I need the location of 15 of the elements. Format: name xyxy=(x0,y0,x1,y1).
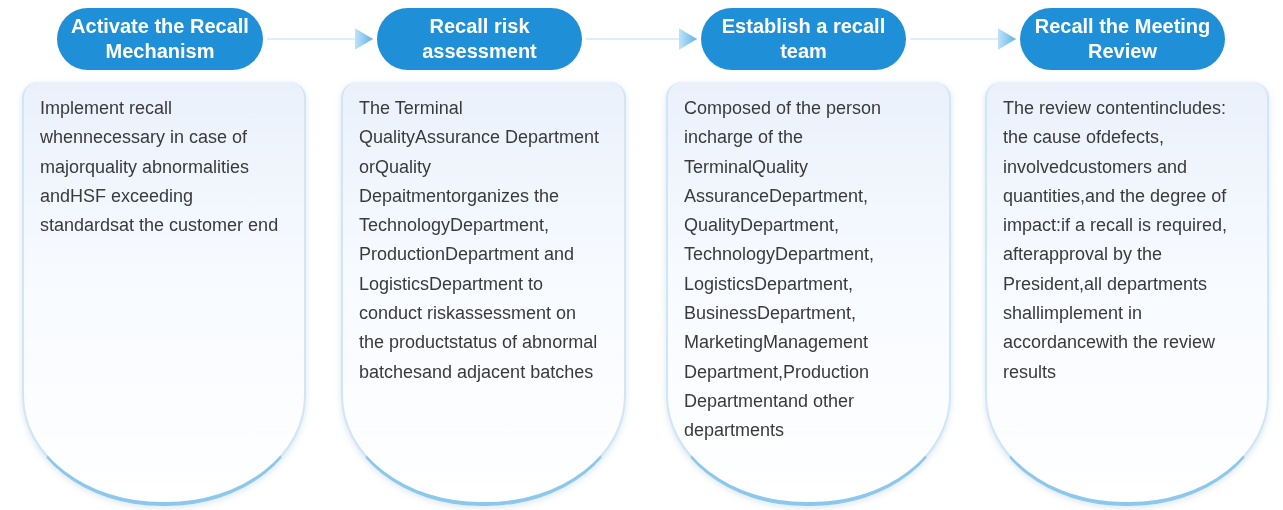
step-title: Establish a recall team xyxy=(720,14,887,64)
step-card xyxy=(22,82,306,506)
step-description: The Terminal QualityAssurance Department orQuality Depaitmentorganizes the TechnologyDepartment, ProductionDepartment and LogisticsDepartment to conduct riskassessment on the productstatus of abnormal batchesand adjacent batches xyxy=(359,97,601,384)
step-title: Recall risk assessment xyxy=(421,14,538,64)
step-title: Recall the Meeting Review xyxy=(1033,14,1212,64)
step-title: Activate the Recall Mechanism xyxy=(70,14,250,64)
step-card xyxy=(985,82,1269,506)
step-card xyxy=(666,82,951,506)
step-description: The review contentincludes: the cause ofdefects, involvedcustomers and quantities,and the degree of impact:if a recall is required, afterapproval by the President,all departments shallimplement in accordancewith the review results xyxy=(1003,97,1229,384)
step-description: Composed of the person incharge of the TerminalQuality AssuranceDepartment, QualityDepartment, TechnologyDepartment, LogisticsDepartment, BusinessDepartment, MarketingManagement Department,Production Departmentand other departments xyxy=(684,97,883,443)
step-description: Implement recall whennecessary in case of majorquality abnormalities andHSF exceeding standardsat the customer end xyxy=(40,97,280,238)
chevron-arrow xyxy=(909,28,1017,50)
step-card xyxy=(341,82,626,506)
chevron-arrow xyxy=(266,28,374,50)
chevron-arrow xyxy=(585,28,698,50)
